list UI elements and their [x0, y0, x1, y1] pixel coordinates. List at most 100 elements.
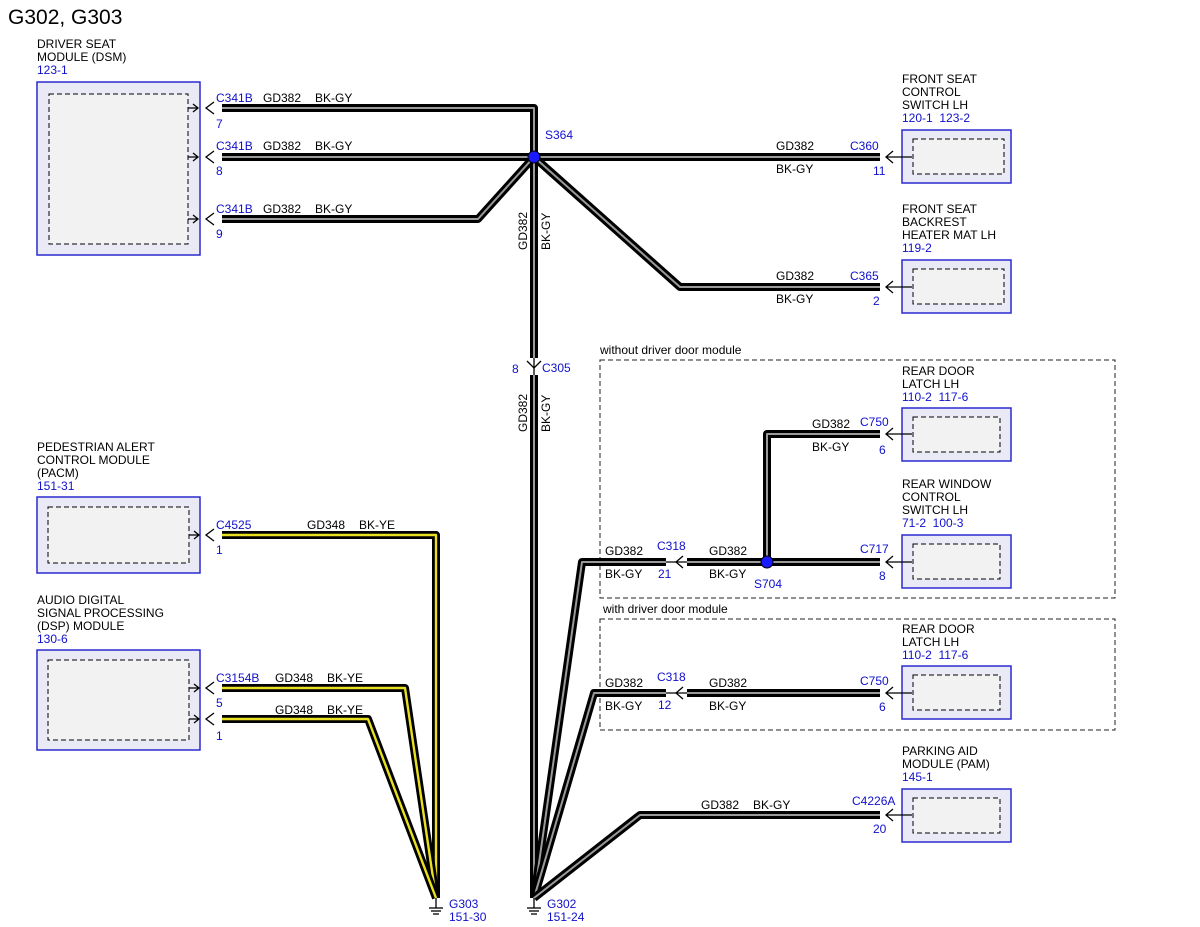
pin-label: 1 — [216, 729, 223, 743]
circuit-label: GD382 — [605, 544, 643, 558]
pin-label: 6 — [879, 443, 886, 457]
inline-connector-c318b — [666, 686, 687, 700]
color-label: BK-GY — [776, 292, 813, 306]
connector-pins-right — [885, 150, 912, 822]
color-label: BK-GY — [315, 139, 352, 153]
component-dsm[interactable]: DRIVER SEAT MODULE (DSM) 123-1 — [36, 37, 201, 256]
pin-label: 5 — [216, 696, 223, 710]
svg-text:PEDESTRIAN ALERT: PEDESTRIAN ALERT — [37, 440, 155, 454]
circuit-label: GD348 — [307, 518, 345, 532]
svg-text:PARKING AID: PARKING AID — [902, 744, 978, 758]
circuit-label: GD382 — [263, 139, 301, 153]
inline-connector-c318a — [666, 555, 687, 569]
pin-label: 8 — [879, 569, 886, 583]
circuit-label: GD382 — [812, 417, 850, 431]
ground-g302-icon — [527, 898, 541, 915]
conn-label: C341B — [216, 91, 253, 105]
component-front-seat-backrest-heater[interactable]: FRONT SEAT BACKREST HEATER MAT LH 119-2 — [901, 202, 1012, 314]
circuit-label: GD382 — [263, 91, 301, 105]
svg-text:151-31: 151-31 — [37, 479, 75, 493]
svg-text:BACKREST: BACKREST — [902, 215, 967, 229]
ground-g302-ref: 151-24 — [547, 910, 585, 924]
splice-s364-label: S364 — [545, 128, 573, 142]
pin-label: 1 — [216, 543, 223, 557]
svg-text:123-1: 123-1 — [37, 63, 68, 77]
circuit-label: GD382 — [709, 544, 747, 558]
svg-text:CONTROL: CONTROL — [902, 85, 961, 99]
circuit-label: GD382 — [709, 676, 747, 690]
svg-text:AUDIO DIGITAL: AUDIO DIGITAL — [37, 593, 124, 607]
region-without-label: without driver door module — [599, 343, 742, 357]
wires-bk-ye — [222, 531, 440, 900]
color-label: BK-GY — [315, 91, 352, 105]
conn-label: C3154B — [216, 671, 259, 685]
circuit-label: GD382 — [776, 269, 814, 283]
ground-g302-name: G302 — [547, 897, 577, 911]
ground-g303-icon — [429, 898, 443, 915]
conn-label: C750 — [860, 674, 889, 688]
pin-label: 12 — [658, 698, 672, 712]
circuit-label: GD382 — [263, 202, 301, 216]
splice-s364-dot — [527, 150, 541, 164]
component-dsp-module[interactable]: AUDIO DIGITAL SIGNAL PROCESSING (DSP) MO… — [36, 593, 201, 751]
color-label: BK-GY — [709, 567, 746, 581]
svg-text:REAR DOOR: REAR DOOR — [902, 364, 975, 378]
component-rear-door-latch-2[interactable]: REAR DOOR LATCH LH 110-2 117-6 — [901, 622, 1012, 720]
pin-label: 9 — [216, 227, 223, 241]
color-label: BK-GY — [709, 699, 746, 713]
conn-label: C750 — [860, 415, 889, 429]
component-pam[interactable]: PARKING AID MODULE (PAM) 145-1 — [901, 744, 1012, 843]
trunk-upper-color: BK-GY — [539, 213, 553, 250]
svg-text:CONTROL MODULE: CONTROL MODULE — [37, 453, 150, 467]
ground-g303-ref: 151-30 — [449, 910, 487, 924]
svg-text:130-6: 130-6 — [37, 632, 68, 646]
circuit-label: GD382 — [605, 676, 643, 690]
splice-s704-dot — [760, 555, 774, 569]
wires-bk-gy — [222, 104, 880, 902]
svg-text:110-2 117-6: 110-2 117-6 — [902, 648, 969, 662]
svg-text:SWITCH LH: SWITCH LH — [902, 98, 968, 112]
svg-text:CONTROL: CONTROL — [902, 490, 961, 504]
svg-text:FRONT SEAT: FRONT SEAT — [902, 72, 978, 86]
pin-label: 2 — [873, 294, 880, 308]
conn-label: C4226A — [852, 794, 895, 808]
svg-text:120-1 123-2: 120-1 123-2 — [902, 111, 970, 125]
svg-text:REAR DOOR: REAR DOOR — [902, 622, 975, 636]
diagram-title: G302, G303 — [8, 6, 122, 29]
component-front-seat-control-switch[interactable]: FRONT SEAT CONTROL SWITCH LH 120-1 123-2 — [901, 72, 1012, 184]
svg-text:LATCH LH: LATCH LH — [902, 635, 959, 649]
conn-label: C360 — [850, 139, 879, 153]
ground-g303-name: G303 — [449, 897, 479, 911]
region-with-label: with driver door module — [602, 602, 728, 616]
trunk-lower-color: BK-GY — [539, 395, 553, 432]
conn-label: C4525 — [216, 518, 252, 532]
svg-text:(DSP) MODULE: (DSP) MODULE — [37, 619, 124, 633]
conn-label: C305 — [542, 361, 571, 375]
color-label: BK-GY — [753, 798, 790, 812]
circuit-label: GD382 — [776, 139, 814, 153]
svg-text:119-2: 119-2 — [902, 241, 932, 255]
svg-text:DRIVER SEAT: DRIVER SEAT — [37, 37, 117, 51]
connector-pins-left — [188, 101, 215, 726]
color-label: BK-YE — [327, 703, 363, 717]
component-rear-door-latch-1[interactable]: REAR DOOR LATCH LH 110-2 117-6 — [901, 364, 1012, 462]
pin-label: 11 — [873, 164, 886, 178]
circuit-label: GD348 — [275, 703, 313, 717]
svg-text:MODULE (PAM): MODULE (PAM) — [902, 757, 990, 771]
color-label: BK-GY — [776, 162, 813, 176]
pin-label: 7 — [216, 117, 223, 131]
pin-label: 8 — [512, 362, 519, 376]
svg-text:SWITCH LH: SWITCH LH — [902, 503, 968, 517]
trunk-upper-circuit: GD382 — [516, 212, 530, 250]
svg-text:71-2 100-3: 71-2 100-3 — [902, 516, 964, 530]
svg-text:HEATER MAT LH: HEATER MAT LH — [902, 228, 996, 242]
splice-s704-label: S704 — [754, 577, 782, 591]
color-label: BK-GY — [315, 202, 352, 216]
color-label: BK-GY — [605, 567, 642, 581]
component-rear-window-control-switch[interactable]: REAR WINDOW CONTROL SWITCH LH 71-2 100-3 — [901, 477, 1012, 589]
pin-label: 21 — [658, 567, 672, 581]
conn-label: C717 — [860, 542, 889, 556]
inline-connector-c305 — [526, 358, 542, 375]
component-pacm[interactable]: PEDESTRIAN ALERT CONTROL MODULE (PACM) 1… — [36, 440, 201, 574]
